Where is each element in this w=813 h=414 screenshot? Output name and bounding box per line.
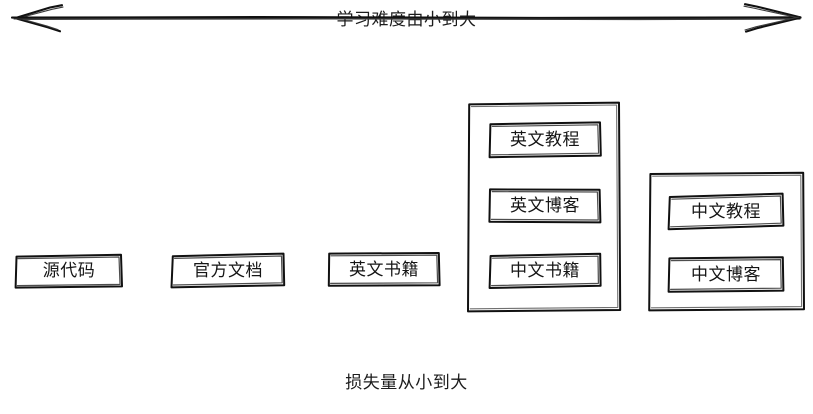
node-label: 英文教程 — [510, 130, 580, 149]
node-official-docs[interactable]: 官方文档 — [170, 252, 286, 289]
bottom-axis-caption: 损失量从小到大 — [345, 373, 468, 392]
node-english-tutorial[interactable]: 英文教程 — [488, 121, 602, 159]
node-chinese-tutorial[interactable]: 中文教程 — [667, 192, 785, 231]
node-label: 英文书籍 — [349, 259, 419, 279]
group-english-resources[interactable]: 英文教程 英文博客 中文书籍 — [466, 101, 622, 313]
node-chinese-blog[interactable]: 中文博客 — [667, 255, 785, 294]
node-chinese-books[interactable]: 中文书籍 — [488, 252, 602, 290]
node-label: 官方文档 — [193, 260, 263, 280]
node-english-books[interactable]: 英文书籍 — [327, 251, 441, 288]
node-label: 英文博客 — [510, 196, 580, 215]
node-source-code[interactable]: 源代码 — [14, 253, 124, 289]
node-label: 源代码 — [42, 261, 96, 280]
group-chinese-resources[interactable]: 中文教程 中文博客 — [647, 171, 806, 312]
node-label: 中文博客 — [691, 264, 761, 284]
node-label: 中文书籍 — [510, 261, 580, 280]
node-english-blog[interactable]: 英文博客 — [488, 187, 602, 225]
node-label: 中文教程 — [691, 201, 761, 221]
